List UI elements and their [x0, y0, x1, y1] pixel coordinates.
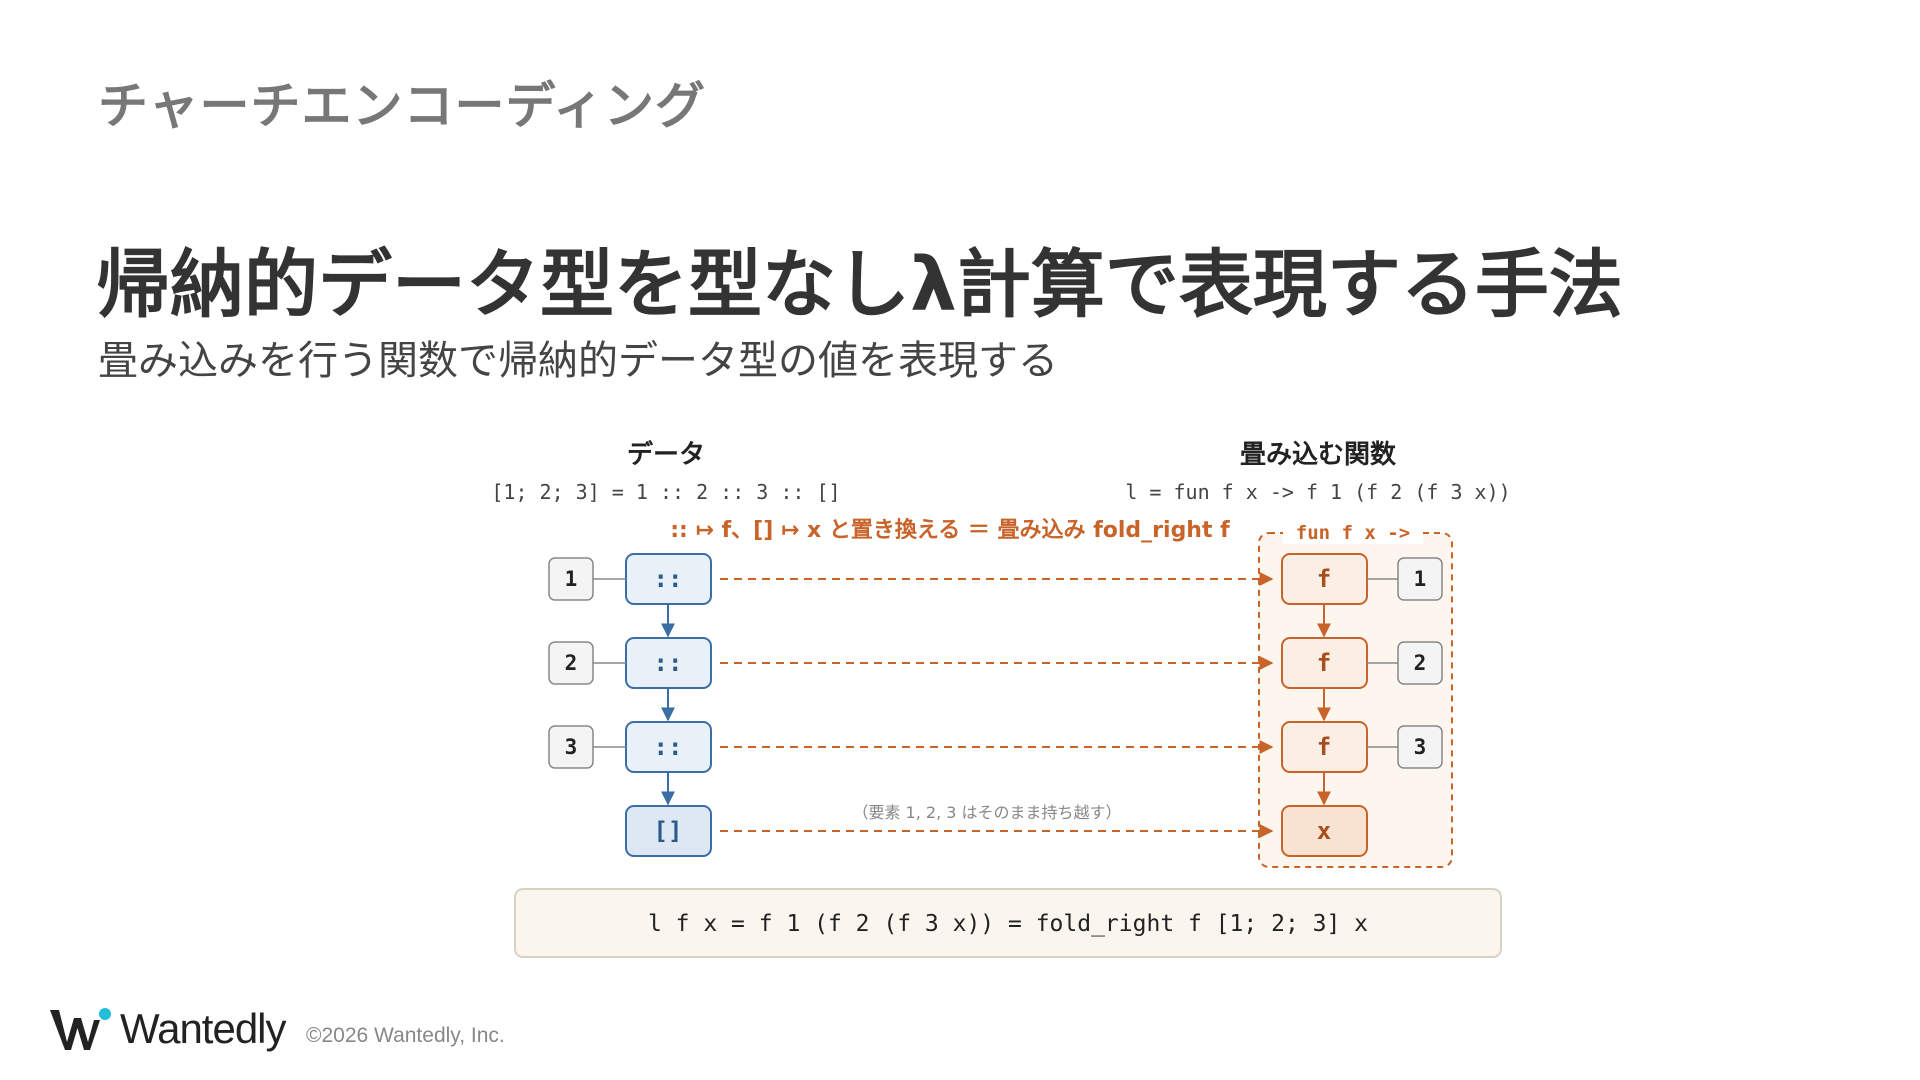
wantedly-logo: Wantedly: [50, 1005, 287, 1053]
page-title: 帰納的データ型を型なしλ計算で表現する手法: [96, 242, 1623, 328]
fold-function-code: l = fun f x -> f 1 (f 2 (f 3 x)): [1125, 480, 1510, 504]
element-box: [1397, 557, 1443, 601]
fold-function-heading: 畳み込む関数: [1240, 440, 1397, 470]
f-label: f: [1317, 565, 1331, 593]
nil-label: []: [654, 817, 683, 845]
x-node: [1281, 805, 1368, 857]
element-value: 2: [1414, 651, 1427, 675]
carry-over-note: （要素 1, 2, 3 はそのまま持ち越す）: [852, 803, 1121, 822]
data-heading: データ: [627, 439, 705, 470]
f-label: f: [1317, 649, 1331, 677]
wantedly-logo-icon: [50, 1008, 111, 1050]
element-value: 1: [1414, 567, 1427, 591]
cons-label: ::: [654, 565, 683, 593]
lambda-region: [1258, 532, 1453, 868]
x-label: x: [1317, 817, 1331, 845]
result-equation: l f x = f 1 (f 2 (f 3 x)) = fold_right f…: [648, 911, 1368, 937]
cons-label: ::: [654, 733, 683, 761]
element-box: [548, 725, 594, 769]
f-label: f: [1317, 733, 1331, 761]
lambda-label-backdrop: [1283, 520, 1423, 544]
cons-label: ::: [654, 649, 683, 677]
result-equation-box: [514, 888, 1502, 958]
nil-node: [625, 805, 712, 857]
element-value: 1: [565, 567, 578, 591]
brand-name: Wantedly: [120, 1005, 287, 1052]
data-list-code: [1; 2; 3] = 1 :: 2 :: 3 :: []: [491, 480, 840, 504]
element-box: [1397, 641, 1443, 685]
replace-caption: :: ↦ f、[] ↦ x と置き換える ＝ 畳み込み fold_right f: [670, 517, 1230, 543]
page-subtitle: 畳み込みを行う関数で帰納的データ型の値を表現する: [98, 338, 1058, 384]
element-box: [1397, 725, 1443, 769]
section-title: チャーチエンコーディング: [98, 77, 706, 135]
lambda-label: fun f x ->: [1296, 522, 1410, 544]
element-value: 3: [565, 735, 578, 759]
element-value: 2: [565, 651, 578, 675]
copyright: ©2026 Wantedly, Inc.: [306, 1024, 505, 1047]
element-box: [548, 641, 594, 685]
element-value: 3: [1414, 735, 1427, 759]
element-box: [548, 557, 594, 601]
